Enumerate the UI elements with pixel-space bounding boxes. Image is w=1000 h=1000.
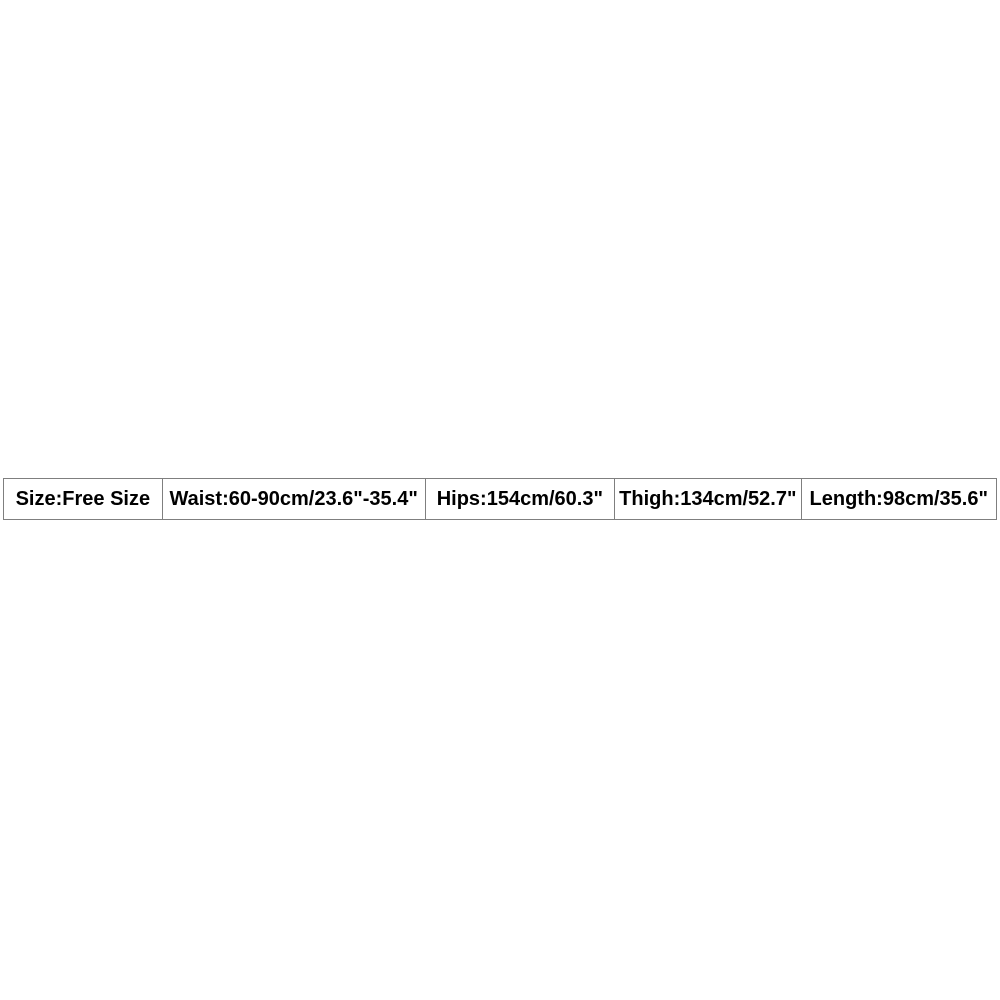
length-cell: Length:98cm/35.6": [809, 487, 988, 510]
hips-cell: Hips:154cm/60.3": [426, 479, 616, 519]
size-chart-table: Size:Free Size Waist:60-90cm/23.6"-35.4"…: [3, 478, 997, 520]
thigh-cell: Thigh:134cm/52.7": [615, 479, 802, 519]
waist-cell: Waist:60-90cm/23.6"-35.4": [163, 479, 426, 519]
size-cell: Size:Free Size: [4, 479, 163, 519]
